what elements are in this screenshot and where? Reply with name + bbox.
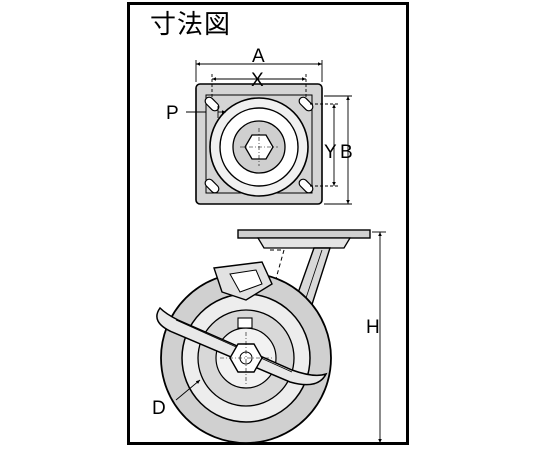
- drawing-title: 寸法図: [150, 10, 232, 40]
- side-top-plate: [237, 229, 371, 239]
- label-d: D: [152, 398, 166, 419]
- bolt-hole-icon: [298, 96, 314, 112]
- label-y: Y: [324, 142, 337, 163]
- top-view-dimensions: [186, 60, 352, 205]
- swivel-housing: [256, 237, 352, 249]
- drawing-frame: [127, 2, 409, 445]
- top-plate-view: [195, 83, 323, 205]
- label-h: H: [366, 317, 380, 338]
- label-p: P: [166, 103, 179, 124]
- side-caster-view: [156, 229, 371, 444]
- side-view-dimensions: [175, 231, 386, 444]
- label-a: A: [252, 46, 265, 67]
- brake-lever: [156, 306, 328, 386]
- dimension-line-d: [175, 379, 201, 401]
- label-x: X: [251, 70, 264, 91]
- brake-bolt: [237, 317, 253, 329]
- label-b: B: [340, 142, 353, 163]
